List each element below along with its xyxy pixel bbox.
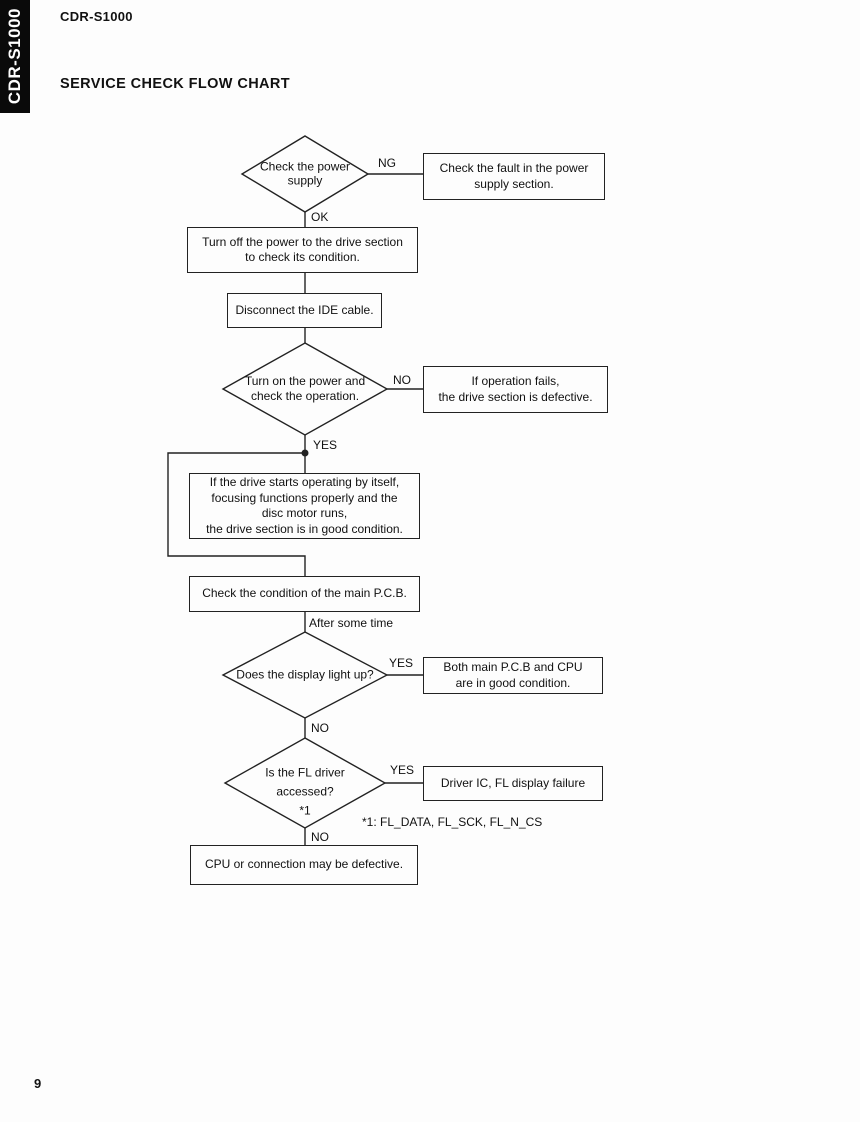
page-title: SERVICE CHECK FLOW CHART (60, 76, 291, 92)
box-cpu-defective: CPU or connection may be defective. (190, 845, 418, 885)
edge-label-yes-3: YES (390, 763, 415, 777)
edge-label-no-3: NO (311, 830, 329, 844)
edge-line-bypass (167, 452, 306, 576)
edge-label-ng: NG (378, 156, 396, 170)
edge-label-ok: OK (311, 210, 329, 224)
box-operation-fails: If operation fails, the drive section is… (423, 366, 608, 413)
box-check-main-pcb: Check the condition of the main P.C.B. (189, 576, 420, 612)
edge-label-no-2: NO (311, 721, 329, 735)
box-drive-good: If the drive starts operating by itself,… (189, 473, 420, 539)
box-driver-ic-failure: Driver IC, FL display failure (423, 766, 603, 801)
box-pcb-cpu-good: Both main P.C.B and CPU are in good cond… (423, 657, 603, 694)
edge-label-no-1: NO (393, 373, 411, 387)
box-disconnect-ide: Disconnect the IDE cable. (227, 293, 382, 328)
model-header: CDR-S1000 (60, 9, 133, 24)
edge-label-yes-1: YES (313, 438, 338, 452)
diamond-power-label: Check the power supply (259, 159, 351, 187)
footnote-fl-signals: *1: FL_DATA, FL_SCK, FL_N_CS (362, 815, 543, 829)
diamond-fl-driver-label: Is the FL driver accessed? *1 (265, 765, 345, 818)
page-number: 9 (34, 1076, 42, 1091)
edge-label-yes-2: YES (389, 656, 414, 670)
edge-label-after-some-time: After some time (309, 616, 394, 630)
box-turn-off-power: Turn off the power to the drive section … (187, 227, 418, 273)
junction-dot (301, 449, 309, 457)
side-tab: CDR-S1000 (0, 0, 30, 113)
diamond-display-label: Does the display light up? (236, 667, 374, 682)
diamond-turn-on-label: Turn on the power and check the operatio… (244, 374, 366, 403)
box-check-fault: Check the fault in the power supply sect… (423, 153, 605, 200)
